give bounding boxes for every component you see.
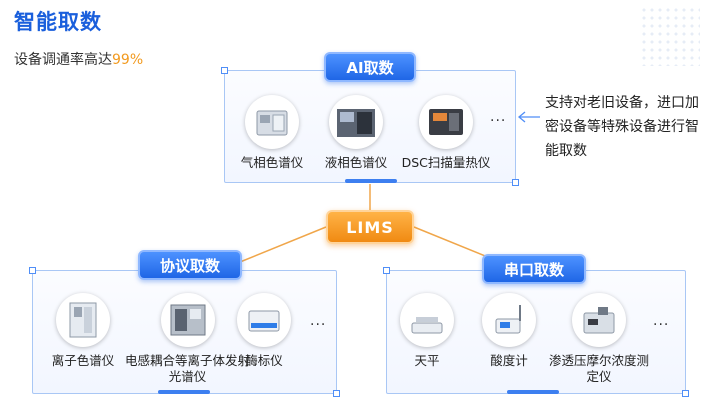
device-gc: 气相色谱仪 (217, 95, 327, 171)
panel-protocol: 离子色谱仪 电感耦合等离子体发射光谱仪 酶标仪 ... (29, 267, 340, 397)
tag-ai-capture: AI取数 (324, 52, 416, 82)
device-lc: 液相色谱仪 (301, 95, 411, 171)
panel-corner (383, 267, 390, 274)
microplate-reader-icon (237, 293, 291, 347)
more-devices-ellipsis: ... (310, 313, 327, 329)
tag-underline (345, 179, 397, 183)
more-devices-ellipsis: ... (653, 313, 670, 329)
device-ph-meter: 酸度计 (454, 293, 564, 369)
ph-meter-icon (482, 293, 536, 347)
device-label: 电感耦合等离子体发射光谱仪 (125, 353, 251, 384)
device-osmometer: 渗透压摩尔浓度测定仪 (544, 293, 654, 385)
device-label: 酸度计 (490, 353, 528, 368)
tag-underline (507, 390, 559, 394)
tag-serial-capture: 串口取数 (482, 254, 586, 284)
device-label: 气相色谱仪 (240, 155, 304, 170)
panel-corner (333, 390, 340, 397)
connector-lims-protocol (239, 226, 327, 263)
subtitle-text: 设备调通率高达 (14, 52, 112, 68)
subtitle-highlight: 99% (112, 52, 144, 68)
dsc-calorimeter-icon (419, 95, 473, 149)
icp-spectrometer-icon (160, 293, 215, 347)
gas-chromatograph-icon (245, 95, 299, 149)
tag-protocol-capture: 协议取数 (138, 250, 242, 280)
panel-corner (221, 67, 228, 74)
more-devices-ellipsis: ... (490, 109, 507, 125)
balance-icon (400, 293, 454, 347)
device-dsc: DSC扫描量热仪 (391, 95, 501, 171)
panel-corner (512, 179, 519, 186)
device-label: 天平 (414, 353, 440, 368)
lims-node: LIMS (326, 210, 414, 244)
tag-underline (158, 390, 210, 394)
note-text: 支持对老旧设备，进口加密设备等特殊设备进行智能取数 (545, 95, 699, 159)
panel-ai: 气相色谱仪 液相色谱仪 DSC扫描量热仪 ... (221, 67, 519, 186)
panel-corner (682, 390, 689, 397)
page-subtitle: 设备调通率高达99% (14, 49, 143, 69)
decorative-dot-grid (640, 6, 700, 66)
device-label: 离子色谱仪 (51, 353, 115, 368)
liquid-chromatograph-icon (329, 95, 383, 149)
device-microplate-reader: 酶标仪 (209, 293, 319, 369)
device-label: 液相色谱仪 (324, 155, 388, 170)
panel-serial: 天平 酸度计 渗透压摩尔浓度测定仪 ... (383, 267, 689, 397)
device-label: 渗透压摩尔浓度测定仪 (548, 353, 649, 384)
device-ion-chromatograph: 离子色谱仪 (28, 293, 138, 369)
device-icp: 电感耦合等离子体发射光谱仪 (125, 293, 250, 385)
ion-chromatograph-icon (56, 293, 110, 347)
panel-corner (29, 267, 36, 274)
device-label: 酶标仪 (245, 353, 283, 368)
device-label: DSC扫描量热仪 (401, 155, 491, 170)
osmometer-icon (572, 293, 626, 347)
note-arrow-head (517, 111, 526, 123)
device-balance: 天平 (372, 293, 482, 369)
page-title: 智能取数 (14, 10, 102, 34)
